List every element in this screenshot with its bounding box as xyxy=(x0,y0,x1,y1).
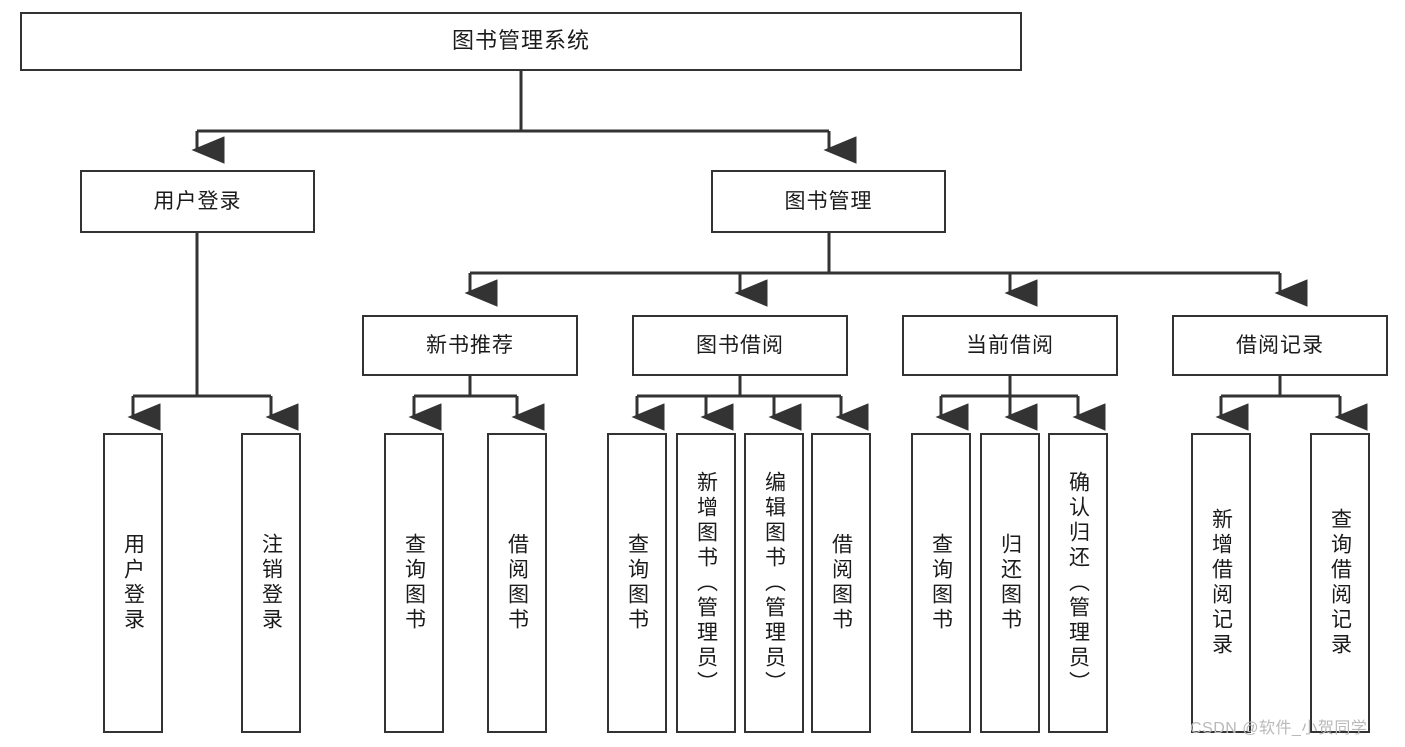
node-leaf-user-login[interactable]: 用户登录 xyxy=(103,433,163,733)
node-leaf-return-book-label: 归还图书 xyxy=(998,533,1022,633)
node-book-borrow-label: 图书借阅 xyxy=(696,333,784,357)
node-leaf-newbook-query-label: 查询图书 xyxy=(402,533,426,633)
node-leaf-newbook-borrow-label: 借阅图书 xyxy=(505,533,529,633)
node-leaf-book-add[interactable]: 新增图书（管理员） xyxy=(676,433,736,733)
node-leaf-book-add-label: 新增图书（管理员） xyxy=(694,470,718,696)
node-leaf-confirm-return[interactable]: 确认归还（管理员） xyxy=(1048,433,1108,733)
node-leaf-record-query[interactable]: 查询借阅记录 xyxy=(1310,433,1370,733)
node-leaf-record-add[interactable]: 新增借阅记录 xyxy=(1191,433,1251,733)
node-leaf-borrow-query[interactable]: 查询图书 xyxy=(607,433,667,733)
node-leaf-book-borrow-label: 借阅图书 xyxy=(829,533,853,633)
node-leaf-record-query-label: 查询借阅记录 xyxy=(1328,508,1352,658)
node-leaf-newbook-query[interactable]: 查询图书 xyxy=(384,433,444,733)
node-borrow-record-label: 借阅记录 xyxy=(1236,333,1324,357)
node-book-manage-label: 图书管理 xyxy=(784,189,873,213)
node-leaf-current-query[interactable]: 查询图书 xyxy=(911,433,971,733)
node-leaf-newbook-borrow[interactable]: 借阅图书 xyxy=(487,433,547,733)
node-leaf-confirm-return-label: 确认归还（管理员） xyxy=(1066,470,1090,696)
node-current-borrow-label: 当前借阅 xyxy=(966,333,1054,357)
node-root[interactable]: 图书管理系统 xyxy=(20,12,1022,71)
node-leaf-logout-label: 注销登录 xyxy=(259,533,283,633)
node-leaf-record-add-label: 新增借阅记录 xyxy=(1209,508,1233,658)
node-leaf-book-borrow[interactable]: 借阅图书 xyxy=(811,433,871,733)
node-user-login[interactable]: 用户登录 xyxy=(80,170,315,233)
node-root-label: 图书管理系统 xyxy=(451,28,590,54)
node-leaf-return-book[interactable]: 归还图书 xyxy=(980,433,1040,733)
node-current-borrow[interactable]: 当前借阅 xyxy=(902,315,1118,376)
node-leaf-current-query-label: 查询图书 xyxy=(929,533,953,633)
node-leaf-book-edit-label: 编辑图书（管理员） xyxy=(762,470,786,696)
watermark: CSDN @软件_小贺同学 xyxy=(1190,720,1368,737)
node-new-book-label: 新书推荐 xyxy=(426,333,514,357)
node-book-borrow[interactable]: 图书借阅 xyxy=(632,315,848,376)
node-leaf-book-edit[interactable]: 编辑图书（管理员） xyxy=(744,433,804,733)
node-leaf-logout[interactable]: 注销登录 xyxy=(241,433,301,733)
node-book-manage[interactable]: 图书管理 xyxy=(711,170,946,233)
node-new-book[interactable]: 新书推荐 xyxy=(362,315,578,376)
node-user-login-label: 用户登录 xyxy=(153,189,242,213)
node-borrow-record[interactable]: 借阅记录 xyxy=(1172,315,1388,376)
node-leaf-borrow-query-label: 查询图书 xyxy=(625,533,649,633)
node-leaf-user-login-label: 用户登录 xyxy=(121,533,145,633)
